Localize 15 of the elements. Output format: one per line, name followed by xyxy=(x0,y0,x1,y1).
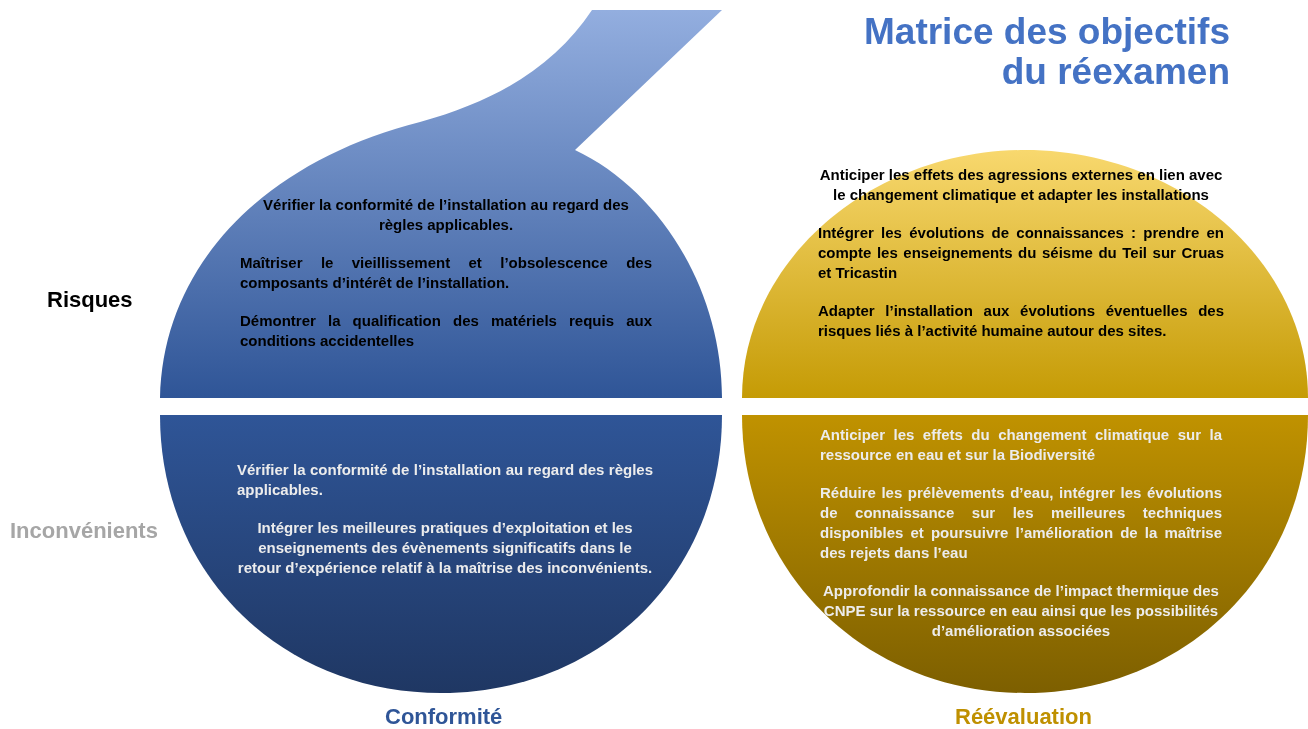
objective-text: Vérifier la conformité de l’installation au regard des règles applicables. xyxy=(262,195,630,235)
row-label: Risques xyxy=(47,287,133,313)
objective-text: Réduire les prélèvements d’eau, intégrer les évolutions de connaissance sur les meilleures techniques disponibles et poursuivre l’amélioration de la maîtrise des rejets dans l’eau xyxy=(820,483,1222,563)
objective-text: Adapter l’installation aux évolutions éventuelles des risques liés à l’activité humaine autour des sites. xyxy=(818,301,1224,341)
objective-text: Anticiper les effets du changement climatique sur la ressource en eau et sur la Biodiversité xyxy=(820,425,1222,465)
objective-text: Maîtriser le vieillissement et l’obsolescence des composants d’intérêt de l’installation. xyxy=(240,253,652,293)
column-label: Réévaluation xyxy=(955,704,1092,729)
column-label: Conformité xyxy=(385,704,503,729)
row-label: Inconvénients xyxy=(10,518,158,544)
objective-text: Démontrer la qualification des matériels requis aux conditions accidentelles xyxy=(240,311,652,351)
objective-text: Intégrer les évolutions de connaissances : prendre en compte les enseignements du séisme du Teil sur Cruas et Tricastin xyxy=(818,223,1224,283)
title: Matrice des objectifs du réexamen xyxy=(863,12,1230,92)
objective-text: Vérifier la conformité de l’installation au regard des règles applicables. xyxy=(237,460,653,500)
objective-text: Approfondir la connaissance de l’impact thermique des CNPE sur la ressource en eau ainsi que les possibilités d’amélioration associées xyxy=(822,581,1220,641)
objective-text: Intégrer les meilleures pratiques d’exploitation et les enseignements des évènements significatifs dans le retour d’expérience relatif à la maîtrise des inconvénients. xyxy=(237,518,653,578)
